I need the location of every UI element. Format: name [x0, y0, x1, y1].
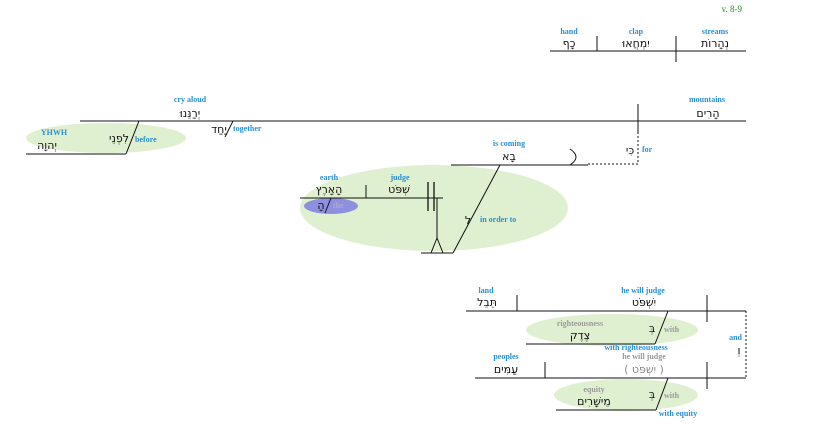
- highlight-the-article: [304, 198, 358, 214]
- gloss-streams: streams: [702, 27, 729, 36]
- hebrew-land: תֵּבֵל: [477, 296, 497, 309]
- gloss-yhwh: YHWH: [41, 128, 68, 137]
- highlight-righteousness: [526, 314, 698, 346]
- hebrew-cry-aloud: יְרַנֵּנוּ: [179, 107, 200, 120]
- gloss-equity: equity: [583, 385, 604, 394]
- hebrew-with2: בְּ: [649, 388, 655, 401]
- gloss-land: land: [478, 286, 494, 295]
- hebrew-clap: יִמְחֲאוּ: [622, 37, 650, 50]
- gloss-together: together: [233, 124, 262, 133]
- hebrew-he-will-judge-implied: ( יִשְׁפֹּט ): [624, 363, 664, 376]
- gloss-righteousness: righteousness: [557, 319, 603, 328]
- hebrew-yhwh: יְהוָה: [37, 139, 57, 152]
- gloss-hand: hand: [560, 27, 578, 36]
- together-slant: [224, 120, 234, 138]
- gloss-and: and: [729, 333, 742, 342]
- gloss-with-equity: with equity: [659, 409, 697, 418]
- gloss-judge: judge: [389, 173, 410, 182]
- gloss-mountains: mountains: [689, 95, 725, 104]
- highlight-before-yhwh: [26, 123, 186, 153]
- hebrew-together: יַחַד: [211, 123, 228, 136]
- gloss-with-righteousness: with righteousness: [604, 343, 667, 352]
- gloss-for: for: [642, 145, 653, 154]
- hebrew-hand: כָף: [563, 37, 576, 50]
- highlight-equity: [554, 379, 698, 411]
- hebrew-is-coming: בָא: [502, 150, 516, 163]
- hebrew-judge: שְׁפֹּט: [388, 183, 410, 196]
- hebrew-mountains: הָרִים: [696, 107, 719, 120]
- verse-reference: v. 8-9: [722, 4, 743, 14]
- gloss-peoples: peoples: [493, 352, 518, 361]
- gloss-he-will-judge-implied: he will judge: [622, 352, 666, 361]
- hebrew-streams: נְהָרוֹת: [701, 37, 729, 50]
- hebrew-equity: מֵישָׁרִים: [577, 395, 611, 408]
- the-slant: [324, 197, 332, 214]
- gloss-in-order-to: in order to: [480, 215, 516, 224]
- hebrew-righteousness: צֶדֶק: [570, 329, 590, 342]
- hebrew-he-will-judge: יִשְׁפֹּט: [632, 296, 656, 309]
- hebrew-in-order-to: לִ: [465, 214, 471, 227]
- hebrew-for: כִּי: [626, 144, 634, 157]
- hebrew-the: הָ: [317, 199, 324, 212]
- hebrew-peoples: עַמִּים: [494, 363, 518, 376]
- gloss-is-coming: is coming: [493, 139, 525, 148]
- gloss-with2: with: [664, 391, 680, 400]
- gloss-before: before: [135, 135, 157, 144]
- hebrew-and: וְ: [738, 344, 741, 357]
- gloss-earth: earth: [320, 173, 339, 182]
- with1-slant: [654, 310, 669, 345]
- hebrew-before: לִפְנֵי: [109, 132, 129, 145]
- gloss-with1: with: [664, 325, 680, 334]
- in-order-to-slant: [452, 164, 501, 254]
- before-slant: [125, 120, 140, 155]
- hebrew-earth: הָאָרֶץ: [316, 183, 343, 196]
- gloss-clap: clap: [629, 27, 644, 36]
- gloss-cry-aloud: cry aloud: [174, 95, 207, 104]
- with2-slant: [655, 377, 669, 411]
- pedestal-triangle: [430, 236, 444, 254]
- implied-subject-bracket: [569, 148, 577, 166]
- gloss-the: the: [333, 201, 344, 210]
- gloss-he-will-judge: he will judge: [621, 286, 665, 295]
- hebrew-with1: בְּ: [649, 322, 655, 335]
